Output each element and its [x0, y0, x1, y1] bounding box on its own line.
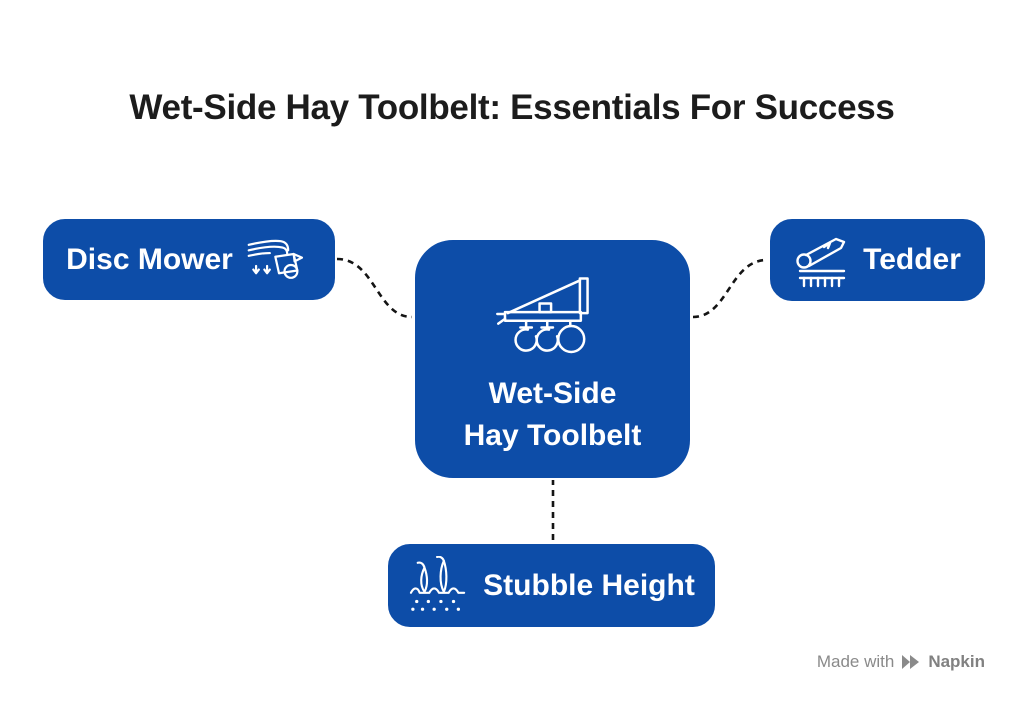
stubble-height-icon — [410, 555, 466, 611]
cultivator-implement-icon — [495, 277, 589, 354]
stubble-height-label: Stubble Height — [483, 568, 695, 602]
hub-label: Wet-Side Hay Toolbelt — [464, 373, 642, 457]
connector-hub-to-disc-mower — [336, 257, 413, 319]
watermark-prefix: Made with — [816, 652, 895, 671]
napkin-logo-icon — [902, 655, 920, 669]
hub-label-line2: Hay Toolbelt — [463, 419, 642, 452]
node-hub: Wet-Side Hay Toolbelt — [413, 238, 692, 480]
node-stubble-height: Stubble Height — [386, 542, 717, 629]
disc-mower-label: Disc Mower — [66, 242, 233, 276]
tedder-icon — [796, 237, 846, 288]
disc-mower-icon — [247, 239, 303, 279]
watermark-brand: Napkin — [928, 652, 985, 671]
page-title: Wet-Side Hay Toolbelt: Essentials For Su… — [129, 88, 895, 127]
watermark: Made with Napkin — [817, 652, 985, 672]
soil-dots — [411, 599, 461, 611]
node-tedder: Tedder — [768, 217, 987, 303]
hub-label-line1: Wet-Side — [488, 377, 617, 410]
tedder-label: Tedder — [863, 243, 961, 276]
node-disc-mower: Disc Mower — [41, 217, 337, 302]
connector-hub-to-tedder — [692, 258, 768, 319]
